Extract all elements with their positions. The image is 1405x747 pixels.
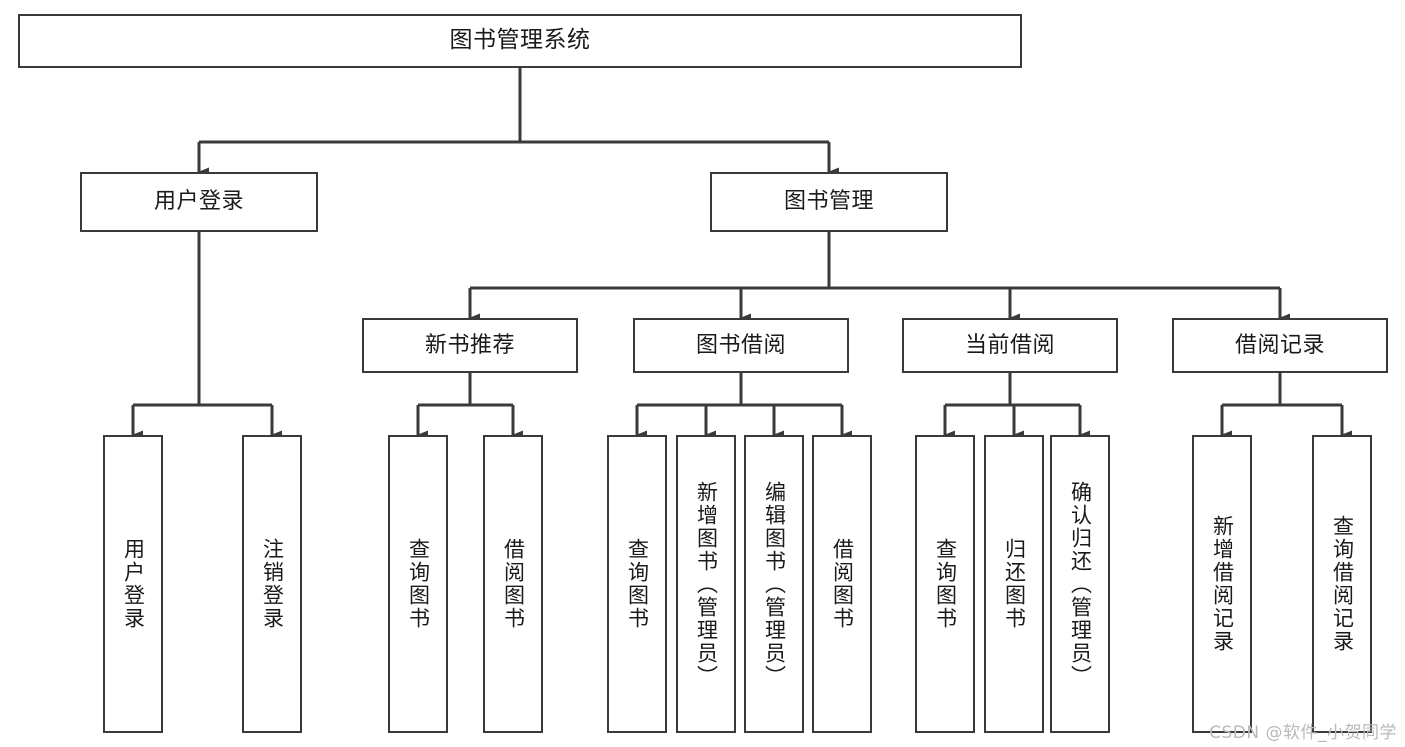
node-borrow-record[interactable]: 借阅记录 — [1172, 318, 1388, 373]
node-label-leaf-rec-query: 查询图书 — [406, 538, 431, 630]
node-label-leaf-user-login: 用户登录 — [121, 538, 146, 630]
watermark-label: CSDN @软件_小贺同学 — [1209, 723, 1397, 743]
node-leaf-cb-query[interactable]: 查询图书 — [915, 435, 975, 733]
node-leaf-bb-add[interactable]: 新增图书（管理员） — [676, 435, 736, 733]
node-label-borrow-record: 借阅记录 — [1234, 332, 1325, 358]
node-label-book-mgmt: 图书管理 — [783, 189, 874, 215]
node-label-leaf-bb-borrow: 借阅图书 — [830, 538, 855, 630]
node-leaf-logout[interactable]: 注销登录 — [242, 435, 302, 733]
node-leaf-cb-confirm[interactable]: 确认归还（管理员） — [1050, 435, 1110, 733]
node-leaf-bb-query[interactable]: 查询图书 — [607, 435, 667, 733]
node-book-mgmt[interactable]: 图书管理 — [710, 172, 948, 232]
node-label-current-borrow: 当前借阅 — [964, 332, 1055, 358]
node-leaf-br-query[interactable]: 查询借阅记录 — [1312, 435, 1372, 733]
node-root[interactable]: 图书管理系统 — [18, 14, 1022, 68]
node-label-leaf-cb-return: 归还图书 — [1002, 538, 1027, 630]
node-current-borrow[interactable]: 当前借阅 — [902, 318, 1118, 373]
node-label-leaf-cb-confirm: 确认归还（管理员） — [1068, 480, 1093, 688]
node-label-leaf-logout: 注销登录 — [260, 538, 285, 630]
node-label-leaf-bb-add: 新增图书（管理员） — [694, 480, 719, 688]
node-label-leaf-bb-query: 查询图书 — [625, 538, 650, 630]
node-label-leaf-br-query: 查询借阅记录 — [1330, 515, 1355, 653]
node-leaf-user-login[interactable]: 用户登录 — [103, 435, 163, 733]
node-label-leaf-cb-query: 查询图书 — [933, 538, 958, 630]
node-leaf-cb-return[interactable]: 归还图书 — [984, 435, 1044, 733]
node-leaf-rec-borrow[interactable]: 借阅图书 — [483, 435, 543, 733]
node-leaf-rec-query[interactable]: 查询图书 — [388, 435, 448, 733]
node-label-new-book-rec: 新书推荐 — [424, 332, 515, 358]
node-label-leaf-rec-borrow: 借阅图书 — [501, 538, 526, 630]
node-leaf-br-add[interactable]: 新增借阅记录 — [1192, 435, 1252, 733]
node-book-borrow[interactable]: 图书借阅 — [633, 318, 849, 373]
node-label-book-borrow: 图书借阅 — [695, 332, 786, 358]
node-leaf-bb-borrow[interactable]: 借阅图书 — [812, 435, 872, 733]
node-new-book-rec[interactable]: 新书推荐 — [362, 318, 578, 373]
node-label-leaf-bb-edit: 编辑图书（管理员） — [762, 480, 787, 688]
node-leaf-bb-edit[interactable]: 编辑图书（管理员） — [744, 435, 804, 733]
node-label-leaf-br-add: 新增借阅记录 — [1210, 515, 1235, 653]
node-user-login[interactable]: 用户登录 — [80, 172, 318, 232]
node-label-root: 图书管理系统 — [449, 27, 591, 54]
node-label-user-login: 用户登录 — [153, 189, 244, 215]
